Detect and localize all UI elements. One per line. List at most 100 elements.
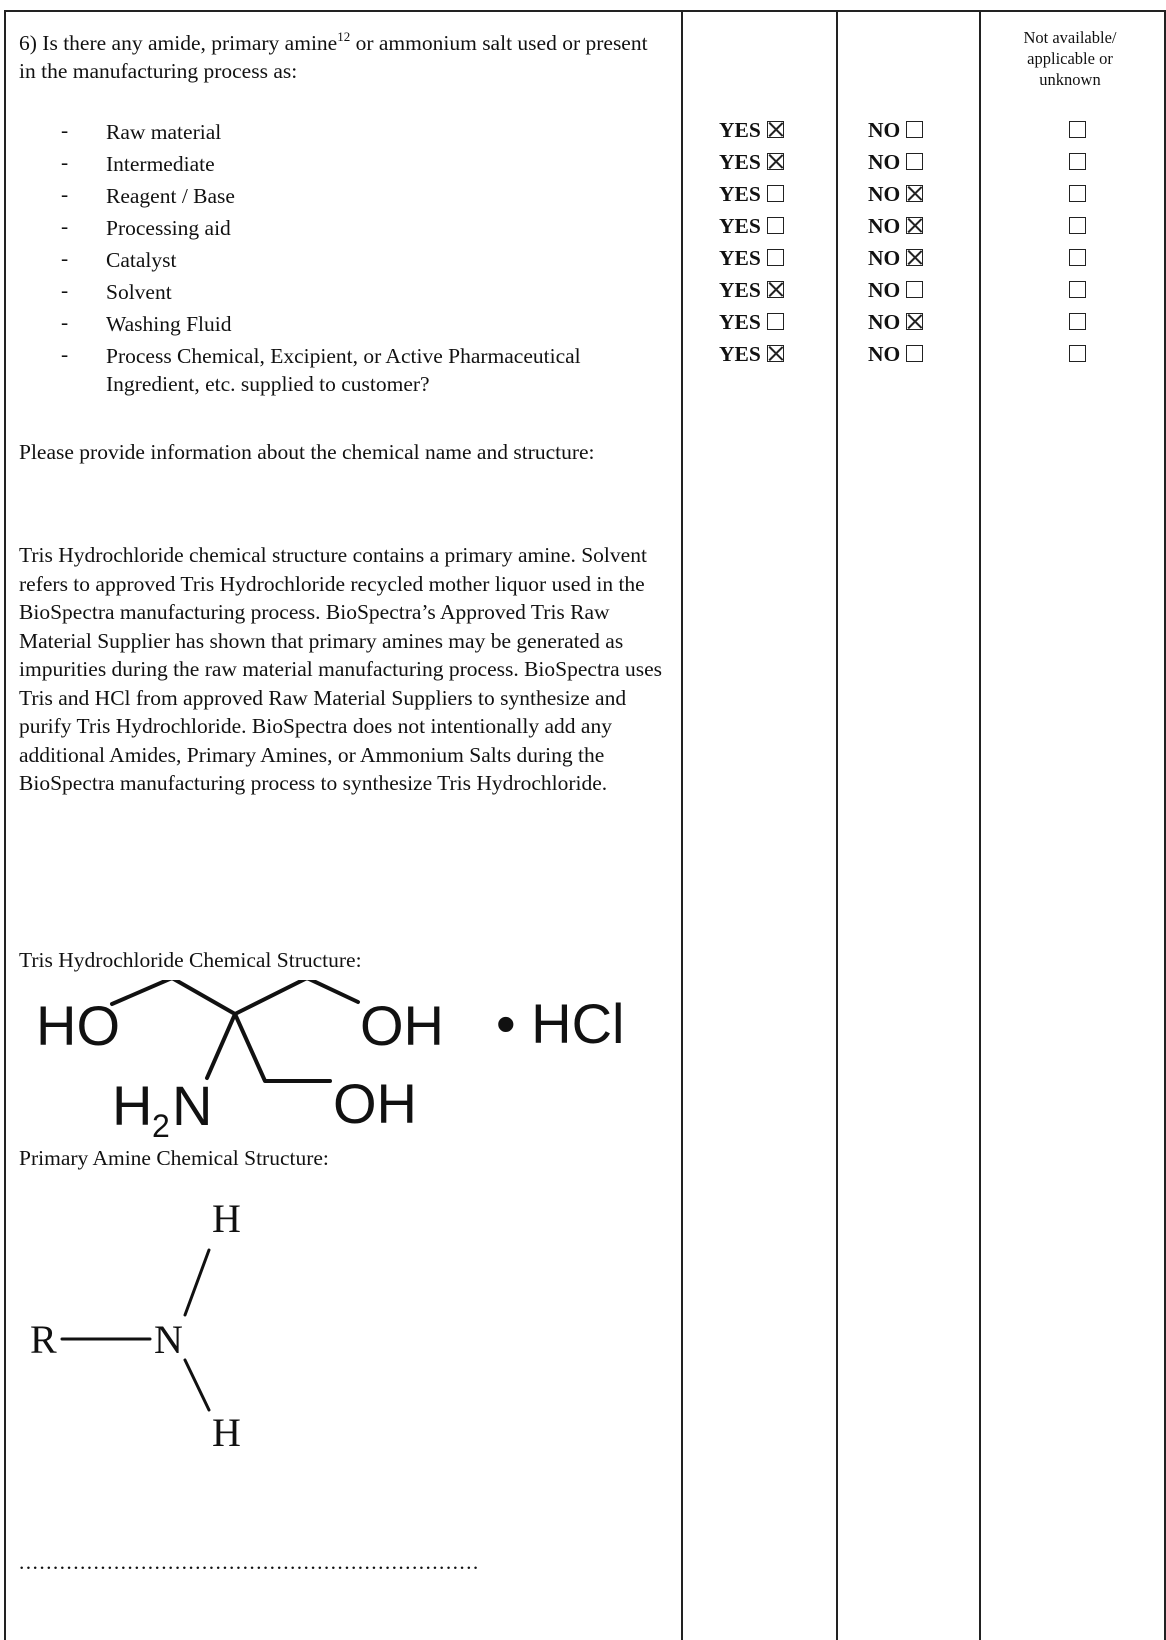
no-option[interactable]: NO xyxy=(868,150,924,175)
tris-structure-caption: Tris Hydrochloride Chemical Structure: xyxy=(19,948,362,972)
bullet-dash: - xyxy=(61,246,69,270)
yes-checkbox-checked[interactable] xyxy=(766,121,784,138)
no-checkbox[interactable] xyxy=(906,345,924,362)
yes-option[interactable]: YES xyxy=(719,342,784,367)
no-option[interactable]: NO xyxy=(868,278,924,303)
tris-n-label: N xyxy=(172,1074,212,1137)
item-label: Catalyst xyxy=(106,248,177,272)
yes-checkbox-checked[interactable] xyxy=(766,153,784,170)
tris-oh-label-2: OH xyxy=(333,1072,417,1135)
no-checkbox-checked[interactable] xyxy=(906,249,924,266)
list-item: - Solvent YES NO xyxy=(0,278,1160,308)
list-item: - Process Chemical, Excipient, or Active… xyxy=(0,342,1160,396)
na-checkbox[interactable] xyxy=(1069,313,1086,330)
amine-r-label: R xyxy=(30,1317,57,1362)
bullet-dash: - xyxy=(61,182,69,206)
bullet-dash: - xyxy=(61,214,69,238)
n-h-top-bond xyxy=(183,1248,211,1317)
no-option[interactable]: NO xyxy=(868,118,924,143)
yes-checkbox[interactable] xyxy=(766,185,784,202)
yes-checkbox-checked[interactable] xyxy=(766,281,784,298)
amine-n-label: N xyxy=(154,1317,183,1362)
bullet-dash: - xyxy=(61,278,69,302)
info-prompt: Please provide information about the che… xyxy=(19,440,595,464)
na-column-divider xyxy=(979,10,981,1640)
yes-option[interactable]: YES xyxy=(719,182,784,207)
bullet-dash: - xyxy=(61,150,69,174)
table-right-border xyxy=(1164,10,1166,1640)
no-checkbox-checked[interactable] xyxy=(906,313,924,330)
no-checkbox-checked[interactable] xyxy=(906,185,924,202)
no-checkbox[interactable] xyxy=(906,121,924,138)
tris-oh-label-1: OH xyxy=(360,994,444,1057)
yes-checkbox-checked[interactable] xyxy=(766,345,784,362)
no-option[interactable]: NO xyxy=(868,182,924,207)
tris-amine-bond xyxy=(205,1012,237,1080)
na-checkbox[interactable] xyxy=(1069,153,1086,170)
na-header-line-1: Not available/ xyxy=(1023,28,1117,47)
item-label: Washing Fluid xyxy=(106,312,232,336)
bullet-dash: - xyxy=(61,342,69,366)
no-option[interactable]: NO xyxy=(868,246,924,271)
question-number: 6) xyxy=(19,31,37,55)
table-top-border xyxy=(4,10,1166,12)
tris-h-label: H xyxy=(112,1074,152,1137)
yes-option[interactable]: YES xyxy=(719,278,784,303)
no-column-divider xyxy=(836,10,838,1640)
tris-hydrochloride-structure: HO OH • HCl H 2 N OH xyxy=(36,980,625,1144)
yes-option[interactable]: YES xyxy=(719,246,784,271)
no-checkbox-checked[interactable] xyxy=(906,217,924,234)
tris-hcl-label: • HCl xyxy=(496,992,625,1055)
na-checkbox[interactable] xyxy=(1069,249,1086,266)
tris-subscript-2: 2 xyxy=(152,1108,170,1144)
yes-option[interactable]: YES xyxy=(719,214,784,239)
na-checkbox[interactable] xyxy=(1069,217,1086,234)
na-checkbox[interactable] xyxy=(1069,281,1086,298)
explanation-text: Tris Hydrochloride chemical structure co… xyxy=(19,543,663,795)
tris-backbone-bonds xyxy=(110,980,360,1016)
item-label: Raw material xyxy=(106,120,222,144)
list-item: - Reagent / Base YES NO xyxy=(0,182,1160,212)
amine-h-bottom-label: H xyxy=(212,1410,241,1455)
na-column-header: Not available/ applicable or unknown xyxy=(988,27,1152,90)
na-checkbox[interactable] xyxy=(1069,345,1086,362)
bullet-dash: - xyxy=(61,310,69,334)
na-header-line-2: applicable or xyxy=(1027,49,1113,68)
primary-amine-structure: R N H H xyxy=(30,1196,241,1455)
yes-option[interactable]: YES xyxy=(719,118,784,143)
na-checkbox[interactable] xyxy=(1069,185,1086,202)
yes-checkbox[interactable] xyxy=(766,313,784,330)
no-option[interactable]: NO xyxy=(868,214,924,239)
amine-structure-caption: Primary Amine Chemical Structure: xyxy=(19,1146,329,1170)
yes-checkbox[interactable] xyxy=(766,217,784,234)
footnote-marker: 12 xyxy=(337,29,351,44)
na-header-line-3: unknown xyxy=(1039,70,1101,89)
tris-ho-label: HO xyxy=(36,994,120,1057)
list-item: - Washing Fluid YES NO xyxy=(0,310,1160,340)
item-label: Intermediate xyxy=(106,152,215,176)
yes-option[interactable]: YES xyxy=(719,310,784,335)
n-h-bottom-bond xyxy=(183,1358,211,1412)
list-item: - Intermediate YES NO xyxy=(0,150,1160,180)
yes-checkbox[interactable] xyxy=(766,249,784,266)
amine-h-top-label: H xyxy=(212,1196,241,1241)
yes-option[interactable]: YES xyxy=(719,150,784,175)
tris-hydroxymethyl-bond xyxy=(233,1012,332,1083)
bullet-dash: - xyxy=(61,118,69,142)
item-label: Processing aid xyxy=(106,216,231,240)
no-option[interactable]: NO xyxy=(868,310,924,335)
no-checkbox[interactable] xyxy=(906,281,924,298)
item-label: Reagent / Base xyxy=(106,184,235,208)
item-label: Solvent xyxy=(106,280,172,304)
no-checkbox[interactable] xyxy=(906,153,924,170)
list-item: - Processing aid YES NO xyxy=(0,214,1160,244)
list-item: - Raw material YES NO xyxy=(0,118,1160,148)
dotted-line: ........................................… xyxy=(19,1550,480,1574)
no-option[interactable]: NO xyxy=(868,342,924,367)
item-label: Process Chemical, Excipient, or Active P… xyxy=(106,344,581,396)
question-text: 6) Is there any amide, primary amine12 o… xyxy=(19,29,659,85)
list-item: - Catalyst YES NO xyxy=(0,246,1160,276)
question-text-part1: Is there any amide, primary amine xyxy=(42,31,338,55)
question-text-part2: or ammonium salt used or present in the … xyxy=(19,31,648,83)
na-checkbox[interactable] xyxy=(1069,121,1086,138)
